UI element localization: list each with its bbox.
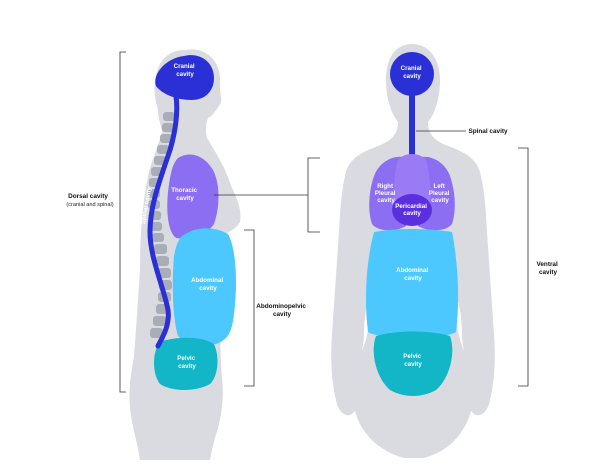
side-cranial-label: Cranial cavity	[174, 63, 197, 78]
ventral-bracket	[518, 147, 529, 387]
thoracic-bracket	[307, 157, 320, 233]
front-cranial-cavity	[390, 52, 434, 96]
side-thoracic-cavity	[167, 154, 219, 239]
side-pelvic-label: Pelvic cavity	[177, 355, 197, 370]
side-pelvic-cavity	[154, 337, 218, 390]
front-left-pleural-label: Left Pleural cavity	[429, 183, 451, 204]
front-abdominal-cavity	[366, 229, 459, 338]
front-spinal-label: Spinal cavity	[468, 128, 508, 135]
front-pericardial-cavity	[392, 194, 432, 226]
front-pelvic-cavity	[373, 331, 453, 396]
front-pericardial-label: Pericardial cavity	[395, 203, 428, 217]
dorsal-cavity-sublabel: (cranial and spinal)	[66, 202, 113, 208]
side-cranial-cavity	[155, 55, 214, 100]
ventral-cavity-label: Ventral cavity	[536, 261, 559, 276]
dorsal-cavity-label: Dorsal cavity	[68, 193, 108, 200]
side-thoracic-label: Thoracic cavity	[171, 187, 199, 202]
abdominopelvic-bracket	[244, 229, 255, 387]
side-abdominal-cavity	[172, 228, 236, 345]
front-abdominal-label: Abdominal cavity	[396, 267, 430, 282]
side-view: Spinal cavity Cranial cavity Thoracic ca…	[66, 49, 320, 461]
side-abdominal-label: Abdominal cavity	[191, 277, 225, 292]
side-spinal-cord	[147, 93, 180, 349]
dorsal-bracket	[119, 51, 126, 393]
front-cranial-label: Cranial cavity	[401, 65, 424, 80]
abdominopelvic-label: Abdominopelvic cavity	[256, 303, 308, 318]
front-pelvic-label: Pelvic cavity	[403, 353, 423, 368]
front-view: Cranial cavity Right Pleural cavity Left…	[331, 44, 559, 458]
front-right-pleural-label: Right Pleural cavity	[375, 183, 397, 204]
front-spinal-cord	[409, 92, 415, 158]
